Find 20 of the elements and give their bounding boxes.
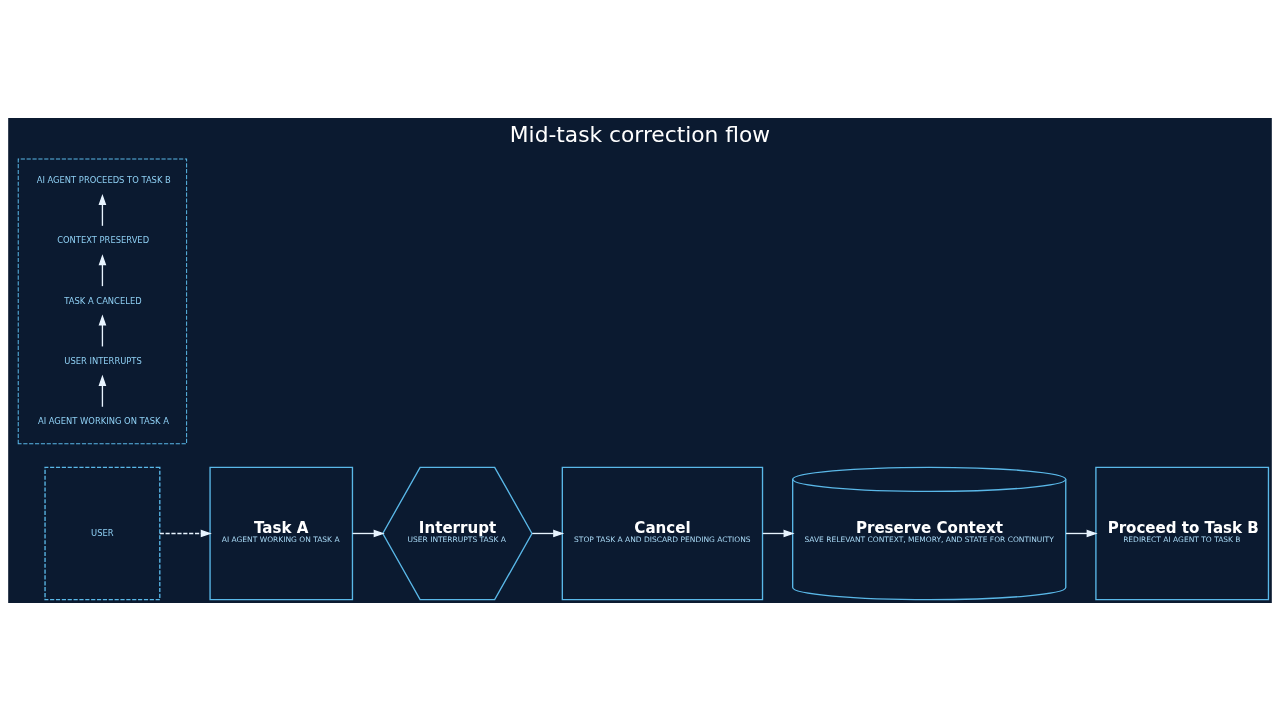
arrow <box>1065 529 1098 537</box>
node-text: AI AGENT WORKING ON TASK A <box>37 415 169 426</box>
node-text: USER INTERRUPTS <box>64 355 142 366</box>
cluster <box>17 158 188 444</box>
node-text: AI AGENT PROCEEDS TO TASK B <box>36 174 171 185</box>
arrow <box>762 529 795 537</box>
arrow <box>531 529 565 537</box>
arrow <box>98 193 107 226</box>
node-box: Proceed to Task B REDIRECT AI AGENT TO TASK B <box>1095 466 1270 600</box>
node-box: Task A AI AGENT WORKING ON TASK A <box>209 466 354 600</box>
node-text: CONTEXT PRESERVED <box>57 234 150 245</box>
arrow <box>98 253 107 287</box>
node-text: TASK A CANCELED <box>64 295 142 306</box>
node-box: USER <box>44 466 161 600</box>
node-box: Cancel STOP TASK A AND DISCARD PENDING ACTIONS <box>561 466 764 600</box>
diagram-title: Mid-task correction flow <box>509 121 771 147</box>
arrow <box>159 529 212 537</box>
arrow <box>351 529 385 537</box>
arrow <box>98 374 107 407</box>
arrow <box>98 314 107 347</box>
